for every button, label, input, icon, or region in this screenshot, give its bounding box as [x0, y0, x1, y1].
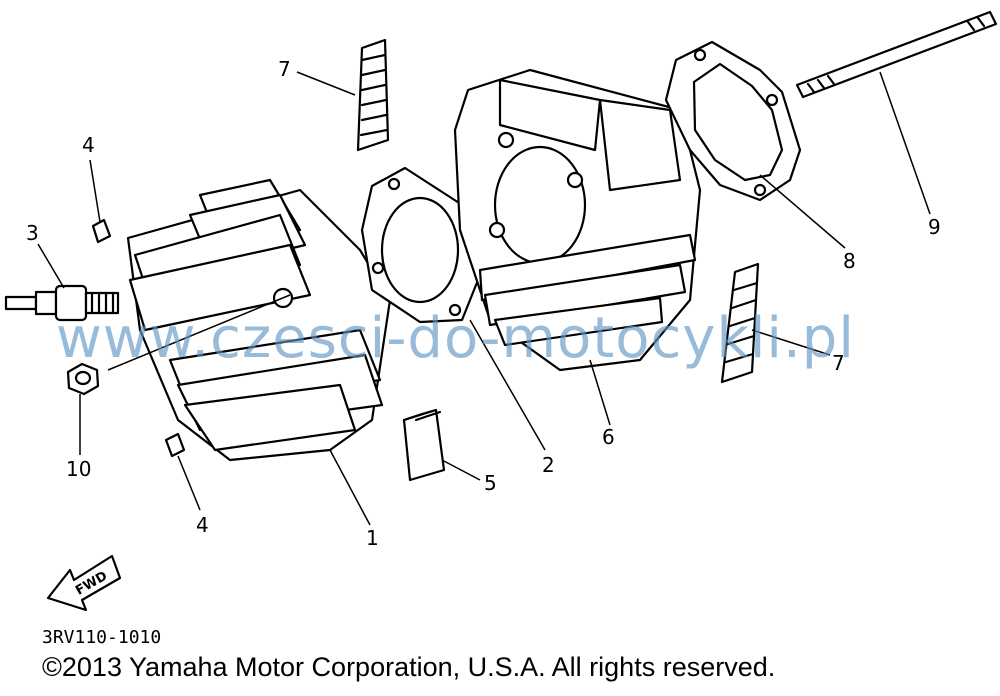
callout-5: 5	[484, 471, 497, 495]
watermark: www.czesci-do-motocykli.pl	[56, 306, 855, 371]
cap-upper	[91, 218, 112, 244]
forward-arrow-icon: FWD	[46, 554, 122, 612]
callout-8: 8	[843, 249, 856, 273]
leader-lines	[37, 71, 931, 526]
copyright-notice: ©2013 Yamaha Motor Corporation, U.S.A. A…	[42, 652, 776, 682]
callout-4-bottom: 4	[196, 513, 209, 537]
cylinder-head	[126, 178, 392, 462]
callout-2: 2	[542, 453, 555, 477]
head-gasket	[360, 166, 484, 324]
callout-1: 1	[366, 526, 379, 550]
callout-10: 10	[66, 457, 91, 481]
part-code: 3RV110-1010	[42, 627, 162, 648]
callout-9: 9	[928, 215, 941, 239]
callout-7-top: 7	[278, 57, 291, 81]
callout-3: 3	[26, 221, 39, 245]
callout-7-right: 7	[832, 351, 845, 375]
stud-bolt	[795, 10, 998, 99]
spark-plug	[4, 284, 120, 322]
callout-4-top: 4	[82, 133, 95, 157]
damper-strip-right	[720, 262, 760, 384]
callout-6: 6	[602, 425, 615, 449]
damper-strip-top	[356, 38, 390, 152]
base-gasket	[664, 40, 802, 202]
callout-labels: 7 4 3 9 8 7 10 2 6 5 4 1	[26, 57, 941, 550]
nut	[66, 362, 100, 396]
cap-lower	[164, 432, 186, 458]
small-block	[402, 408, 446, 482]
cylinder	[453, 68, 702, 372]
